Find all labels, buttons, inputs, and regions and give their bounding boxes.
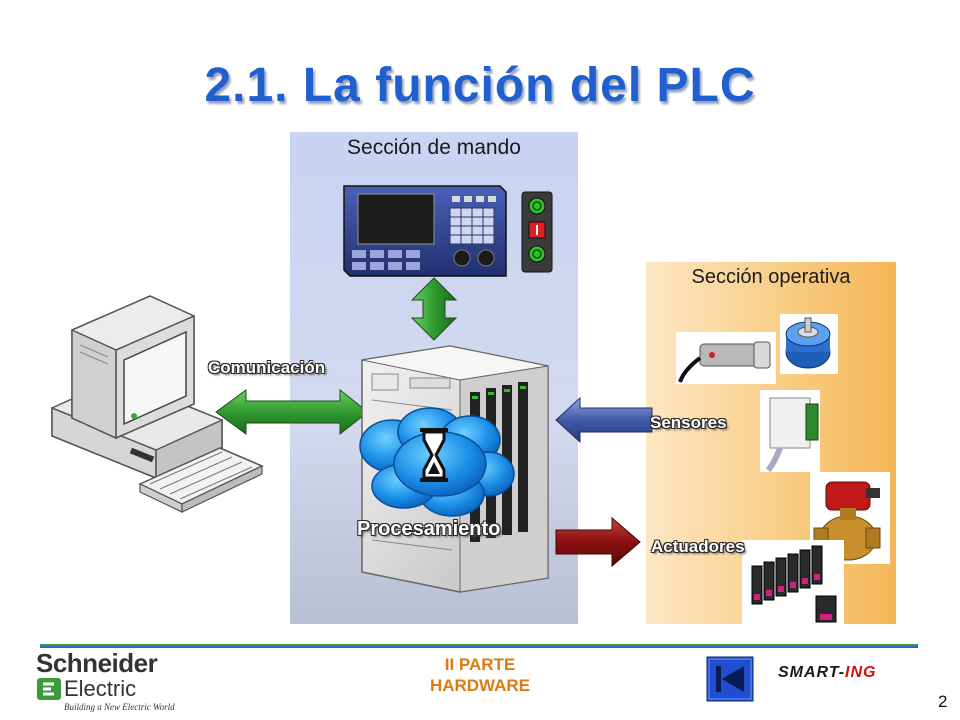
pushbutton-station-icon: [521, 191, 553, 273]
hourglass-icon: [420, 428, 448, 482]
communication-label: Comunicación: [208, 358, 326, 377]
sensors-arrow: [555, 396, 653, 444]
smart-ing-logo: SMART-ING: [778, 664, 877, 682]
communication-arrow: [215, 388, 369, 436]
schneider-electric-logo: Schneider Electric Building a New Electr…: [36, 650, 226, 714]
skip-back-icon: [716, 666, 744, 692]
schneider-logo-icon: [37, 678, 61, 700]
encoder-icon: [780, 314, 838, 374]
actuators-arrow: [555, 516, 641, 568]
smart-ing-prefix: SMART-: [778, 664, 846, 681]
solenoid-valve-bank-icon: [742, 540, 844, 632]
brand-line1: Schneider: [36, 648, 158, 678]
brand-tagline: Building a New Electric World: [64, 702, 175, 712]
processing-label: Procesamiento: [357, 518, 501, 540]
first-slide-button[interactable]: [706, 656, 754, 702]
section-caption: II PARTE HARDWARE: [400, 654, 560, 696]
control-arrow: [410, 277, 458, 341]
smart-ing-suffix: ING: [845, 664, 877, 681]
page-title: 2.1. La función del PLC: [204, 59, 756, 112]
actuators-label: Actuadores: [651, 537, 745, 556]
sensor-icon: [676, 332, 776, 384]
hmi-panel-icon: [343, 185, 507, 277]
photo-sensor-icon: [760, 390, 820, 473]
footer-divider: [40, 644, 918, 646]
command-section-title: Sección de mando: [347, 136, 521, 159]
computer-icon: [51, 295, 264, 513]
operative-section-title: Sección operativa: [691, 266, 851, 288]
page-number: 2: [938, 692, 948, 711]
brand-line2: Electric: [64, 676, 137, 701]
section-caption-line2: HARDWARE: [429, 676, 531, 695]
section-caption-line1: II PARTE: [444, 655, 516, 674]
sensors-label: Sensores: [650, 413, 727, 432]
footer-divider-blue: [40, 646, 918, 648]
